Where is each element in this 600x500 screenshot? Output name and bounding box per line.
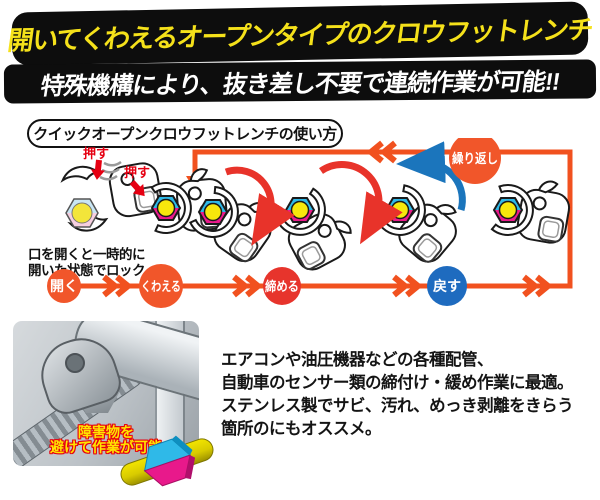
obstacle-caption-line1: 障害物を [78,424,134,440]
repeat-badge: 繰り返し [449,138,501,184]
repeat-label: 繰り返し [452,151,498,166]
lock-note-line1: 口を開くと一時的に [28,246,145,262]
step-badge-grab: くわえる [139,264,183,308]
obstacle-caption-line2: 避けて作業が可能 [50,439,162,455]
step-label-open: 開く [50,278,78,294]
lock-note-line2: 開いた状態でロック [28,262,145,278]
step-badge-open: 開く [47,269,81,303]
wrench-pivot-hole [65,353,85,373]
rotate-cw-arrow-2 [319,161,403,245]
push-label-2: 押す [124,165,150,180]
description-text: エアコンや油圧機器などの各種配管、 自動車のセンサー類の締付け・緩め作業に最適。… [221,349,599,441]
description-line: 自動車のセンサー類の締付け・緩め作業に最適。 [221,374,574,392]
top-left-chevrons [366,140,397,164]
headline-banner-top: 開いてくわえるオープンタイプのクロウフットレンチ [6,1,594,66]
usage-title-box: クイックオープンクロウフットレンチの使い方 [27,119,343,148]
rotate-cw-arrow-1 [224,166,295,246]
flow-loop-line [64,140,573,298]
usage-diagram: 押す 押す 口を開くと一時的に 開いた状態でロック 繰り返し 開く くわえる 締… [28,138,575,308]
push-label-1: 押す [83,146,109,161]
hex-nut-pale [65,198,99,228]
description-line: エアコンや油圧機器などの各種配管、 [221,351,494,369]
push-arrow-1 [90,159,105,180]
headline-top-text: 開いてくわえるオープンタイプのクロウフットレンチ [5,14,594,56]
wrench-illustration-6-reset [490,171,575,247]
usage-title-text: クイックオープンクロウフットレンチの使い方 [33,126,337,143]
headline-banner-sub: 特殊機構により、抜き差し不要で連続作業が可能!! [3,59,597,104]
description-line: 箇所のにもオススメ。 [221,420,382,438]
step-badge-tighten: 締める [263,267,301,305]
step-label-return: 戻す [432,278,461,294]
push-arrow-2 [129,179,145,197]
headline-sub-text: 特殊機構により、抜き差し不要で連続作業が可能!! [38,68,561,101]
obstacle-caption: 障害物を 避けて作業が可能 [13,425,199,455]
wrench-illustration-4-turn-more [271,181,361,276]
step-badge-return: 戻す [427,266,467,306]
rotate-ccw-arrow [396,141,466,211]
step-label-grab: くわえる [141,279,181,294]
step-label-tighten: 締める [265,279,299,294]
wrench-illustration-5-return [373,173,470,269]
nut-on-rod-illustration [120,435,214,487]
description-line: ステンレス製でサビ、汚れ、めっき剥離をきらう [221,397,574,415]
bottom-right-chevrons [102,274,553,298]
